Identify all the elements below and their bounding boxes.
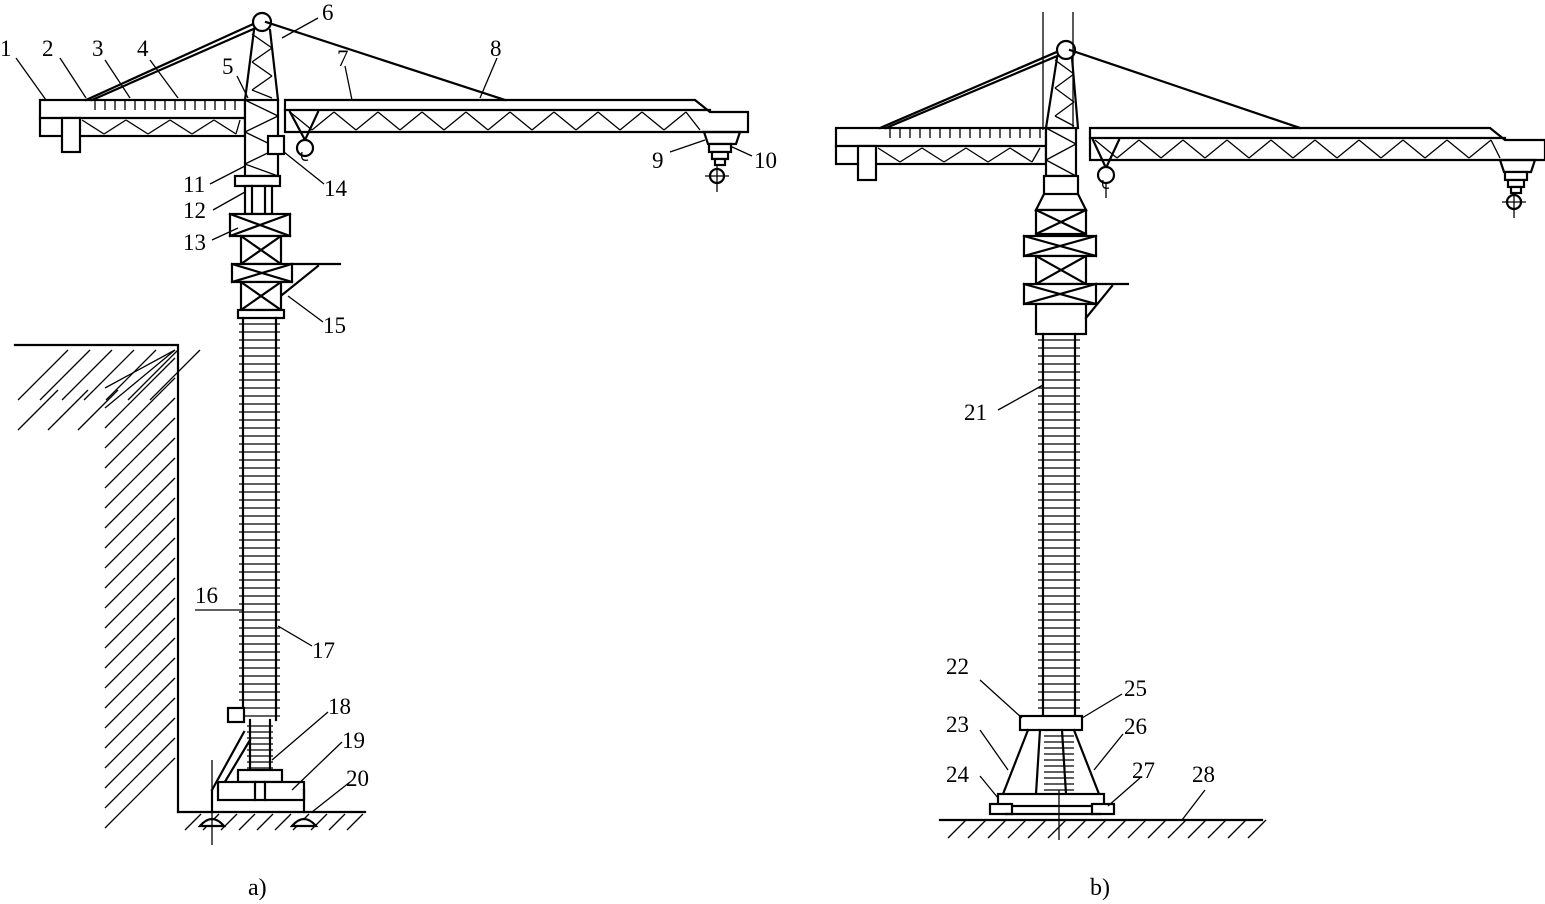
upper-mast-b xyxy=(1022,126,1130,336)
label-22: 22 xyxy=(946,654,969,679)
caption-a: a) xyxy=(248,875,267,901)
mast-sections-b xyxy=(1038,332,1080,718)
counter-jib-b xyxy=(834,126,1048,182)
label-2: 2 xyxy=(42,36,54,61)
label-17: 17 xyxy=(312,638,335,663)
upper-mast xyxy=(228,98,342,320)
label-7: 7 xyxy=(337,46,349,71)
label-20: 20 xyxy=(346,766,369,791)
label-9: 9 xyxy=(652,148,664,173)
main-jib-b xyxy=(1068,48,1545,218)
counter-jib xyxy=(38,98,247,154)
mast-sections xyxy=(239,316,280,722)
label-24: 24 xyxy=(946,762,970,787)
caption-b: b) xyxy=(1090,875,1110,901)
label-12: 12 xyxy=(183,198,206,223)
label-26: 26 xyxy=(1124,714,1147,739)
label-8: 8 xyxy=(490,36,502,61)
label-13: 13 xyxy=(183,230,206,255)
label-1: 1 xyxy=(0,36,12,61)
label-14: 14 xyxy=(324,176,348,201)
main-jib xyxy=(264,20,750,192)
label-19: 19 xyxy=(342,728,365,753)
label-25: 25 xyxy=(1124,676,1147,701)
leader-lines-b xyxy=(979,384,1206,821)
tower-head-b xyxy=(1042,12,1080,130)
panel-a-crane: 1 2 3 4 5 6 7 8 9 10 11 12 13 14 15 16 1… xyxy=(0,0,777,901)
panel-b-crane: 21 22 23 24 25 26 27 28 b) xyxy=(834,12,1545,901)
label-6: 6 xyxy=(322,0,334,25)
label-4: 4 xyxy=(137,36,149,61)
label-10: 10 xyxy=(754,148,777,173)
label-23: 23 xyxy=(946,712,969,737)
tower-base-a xyxy=(197,706,319,845)
label-27: 27 xyxy=(1132,758,1155,783)
label-28: 28 xyxy=(1192,762,1215,787)
leader-lines-a xyxy=(15,17,753,813)
building-wall xyxy=(13,343,367,831)
label-15: 15 xyxy=(323,313,346,338)
label-3: 3 xyxy=(92,36,104,61)
labels-a: 1 2 3 4 5 6 7 8 9 10 11 12 13 14 15 16 1… xyxy=(0,0,777,791)
tower-head xyxy=(243,11,280,102)
label-11: 11 xyxy=(183,172,205,197)
label-21: 21 xyxy=(964,400,987,425)
label-18: 18 xyxy=(328,694,351,719)
labels-b: 21 22 23 24 25 26 27 28 xyxy=(946,400,1215,787)
label-16: 16 xyxy=(195,583,218,608)
tower-base-b xyxy=(938,714,1267,840)
label-5: 5 xyxy=(222,54,234,79)
